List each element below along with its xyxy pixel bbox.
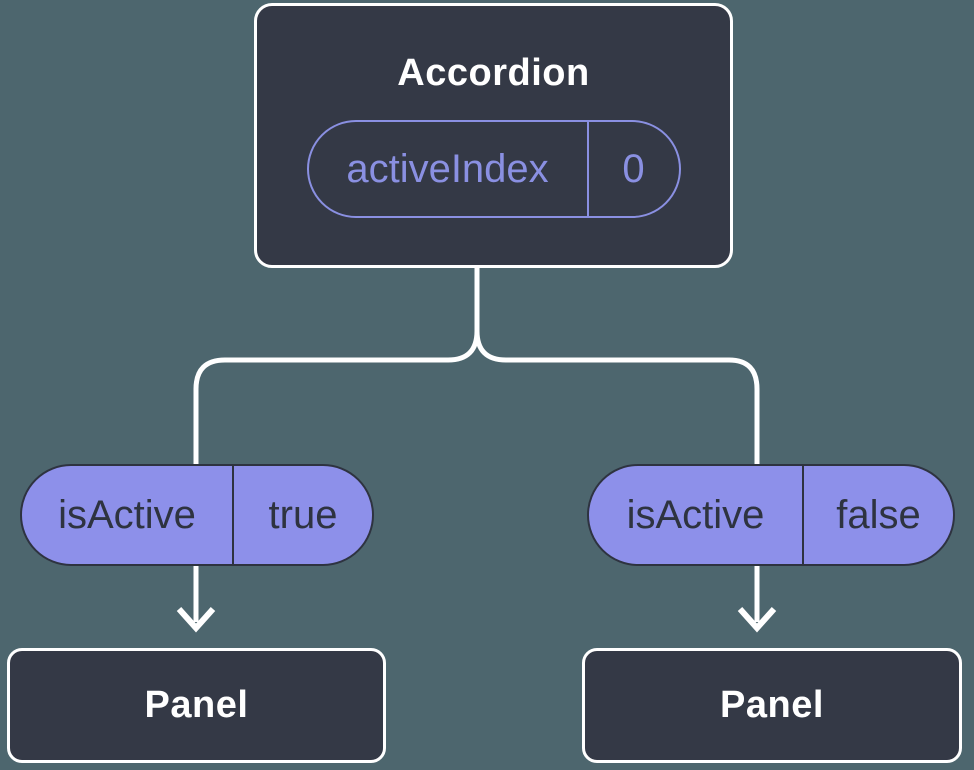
connector-right-branch bbox=[474, 268, 760, 464]
state-value-label: 0 bbox=[586, 122, 679, 216]
prop-pill-isactive-false: isActive false bbox=[587, 464, 955, 566]
prop-pill-isactive-true: isActive true bbox=[20, 464, 374, 566]
connector-left-branch bbox=[193, 268, 480, 464]
state-name-label: activeIndex bbox=[346, 146, 549, 191]
prop-name-label: isActive bbox=[626, 492, 765, 537]
down-arrow-left-head bbox=[176, 606, 216, 633]
accordion-title: Accordion bbox=[397, 52, 590, 94]
prop-name-label: isActive bbox=[58, 492, 196, 537]
accordion-node: Accordion activeIndex 0 bbox=[254, 3, 733, 268]
prop-value-label: true bbox=[232, 466, 372, 564]
panel-node-left: Panel bbox=[7, 648, 386, 763]
active-index-state-pill: activeIndex 0 bbox=[306, 120, 681, 218]
down-arrow-right-head bbox=[737, 606, 777, 633]
panel-node-right: Panel bbox=[582, 648, 962, 763]
prop-value-label: false bbox=[802, 466, 953, 564]
